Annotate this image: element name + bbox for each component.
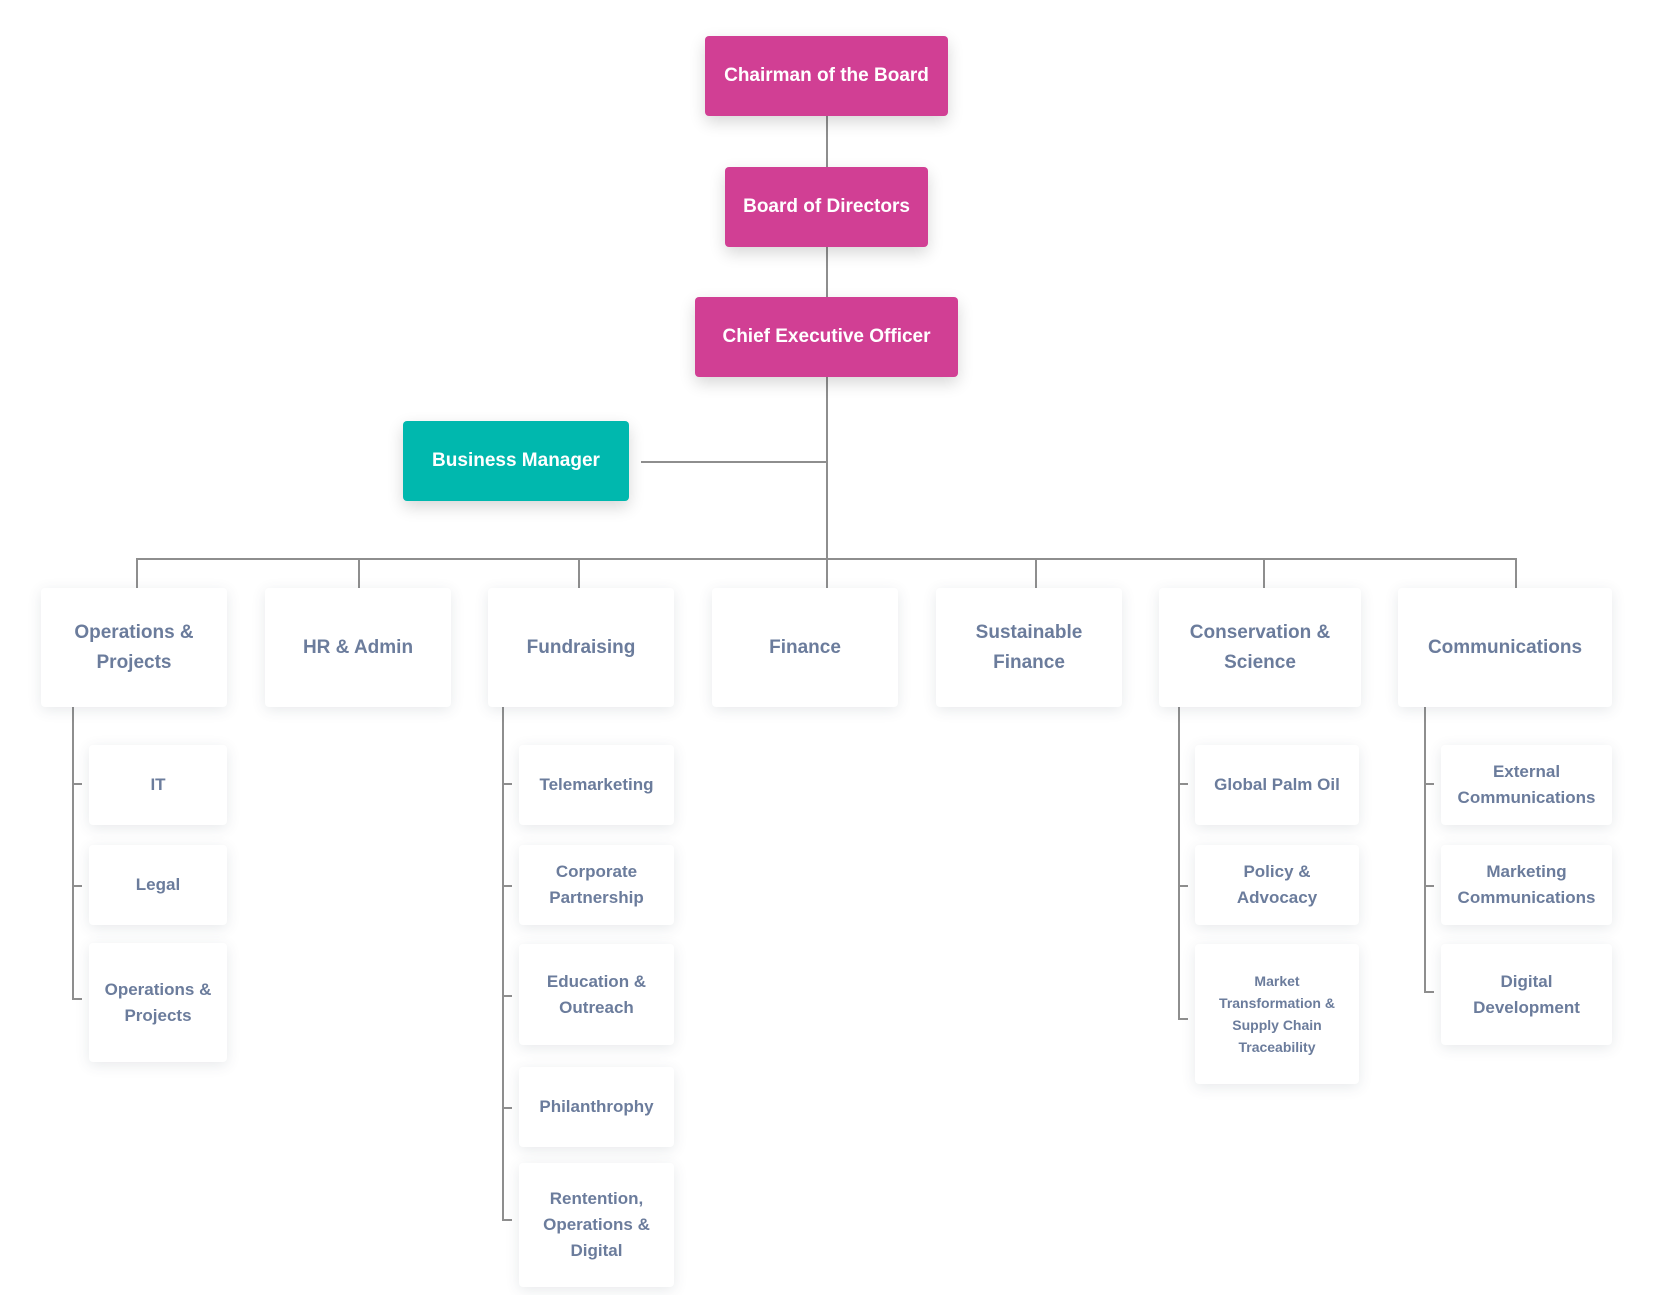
department-operations-projects[interactable]: Operations & Projects [41,588,227,707]
tick-market-transformation [1178,1018,1188,1020]
unit-external-communications[interactable]: External Communications [1441,745,1612,825]
unit-philanthrophy[interactable]: Philanthrophy [519,1067,674,1147]
business-manager-box[interactable]: Business Manager [403,421,629,501]
connector-board-ceo [826,246,828,298]
drop-hr-admin [358,558,360,588]
tick-legal [72,885,82,887]
board-of-directors-box[interactable]: Board of Directors [725,167,928,247]
department-conservation-science[interactable]: Conservation & Science [1159,588,1361,707]
department-communications[interactable]: Communications [1398,588,1612,707]
department-fundraising[interactable]: Fundraising [488,588,674,707]
unit-telemarketing[interactable]: Telemarketing [519,745,674,825]
connector-ceo-trunk [826,375,828,588]
branch-communications [1424,707,1426,993]
branch-operations-projects [72,707,74,1000]
department-sustainable-finance[interactable]: Sustainable Finance [936,588,1122,707]
unit-market-transformation[interactable]: Market Transformation & Supply Chain Tra… [1195,944,1359,1084]
tick-education-outreach [502,995,512,997]
unit-policy-advocacy[interactable]: Policy & Advocacy [1195,845,1359,925]
connector-department-bus [136,558,1517,560]
tick-global-palm-oil [1178,783,1188,785]
tick-operations-projects-sub [72,998,82,1000]
drop-sustainable-finance [1035,558,1037,588]
drop-conservation-science [1263,558,1265,588]
tick-retention [502,1219,512,1221]
unit-it[interactable]: IT [89,745,227,825]
unit-corporate-partnership[interactable]: Corporate Partnership [519,845,674,925]
drop-communications [1515,558,1517,588]
branch-fundraising [502,707,504,1221]
ceo-box[interactable]: Chief Executive Officer [695,297,958,377]
unit-global-palm-oil[interactable]: Global Palm Oil [1195,745,1359,825]
tick-policy-advocacy [1178,885,1188,887]
department-finance[interactable]: Finance [712,588,898,707]
unit-digital-development[interactable]: Digital Development [1441,944,1612,1045]
unit-marketing-communications[interactable]: Marketing Communications [1441,845,1612,925]
tick-digital-development [1424,991,1434,993]
tick-external-communications [1424,783,1434,785]
tick-telemarketing [502,783,512,785]
tick-marketing-communications [1424,885,1434,887]
tick-philanthrophy [502,1107,512,1109]
connector-business-manager [641,461,828,463]
drop-operations-projects [136,558,138,588]
drop-fundraising [578,558,580,588]
unit-education-outreach[interactable]: Education & Outreach [519,944,674,1045]
department-hr-admin[interactable]: HR & Admin [265,588,451,707]
chairman-box[interactable]: Chairman of the Board [705,36,948,116]
branch-conservation-science [1178,707,1180,1020]
unit-legal[interactable]: Legal [89,845,227,925]
unit-retention-operations-digital[interactable]: Rentention, Operations & Digital [519,1163,674,1287]
connector-chairman-board [826,115,828,167]
unit-operations-projects[interactable]: Operations & Projects [89,943,227,1062]
tick-it [72,783,82,785]
tick-corporate-partnership [502,885,512,887]
